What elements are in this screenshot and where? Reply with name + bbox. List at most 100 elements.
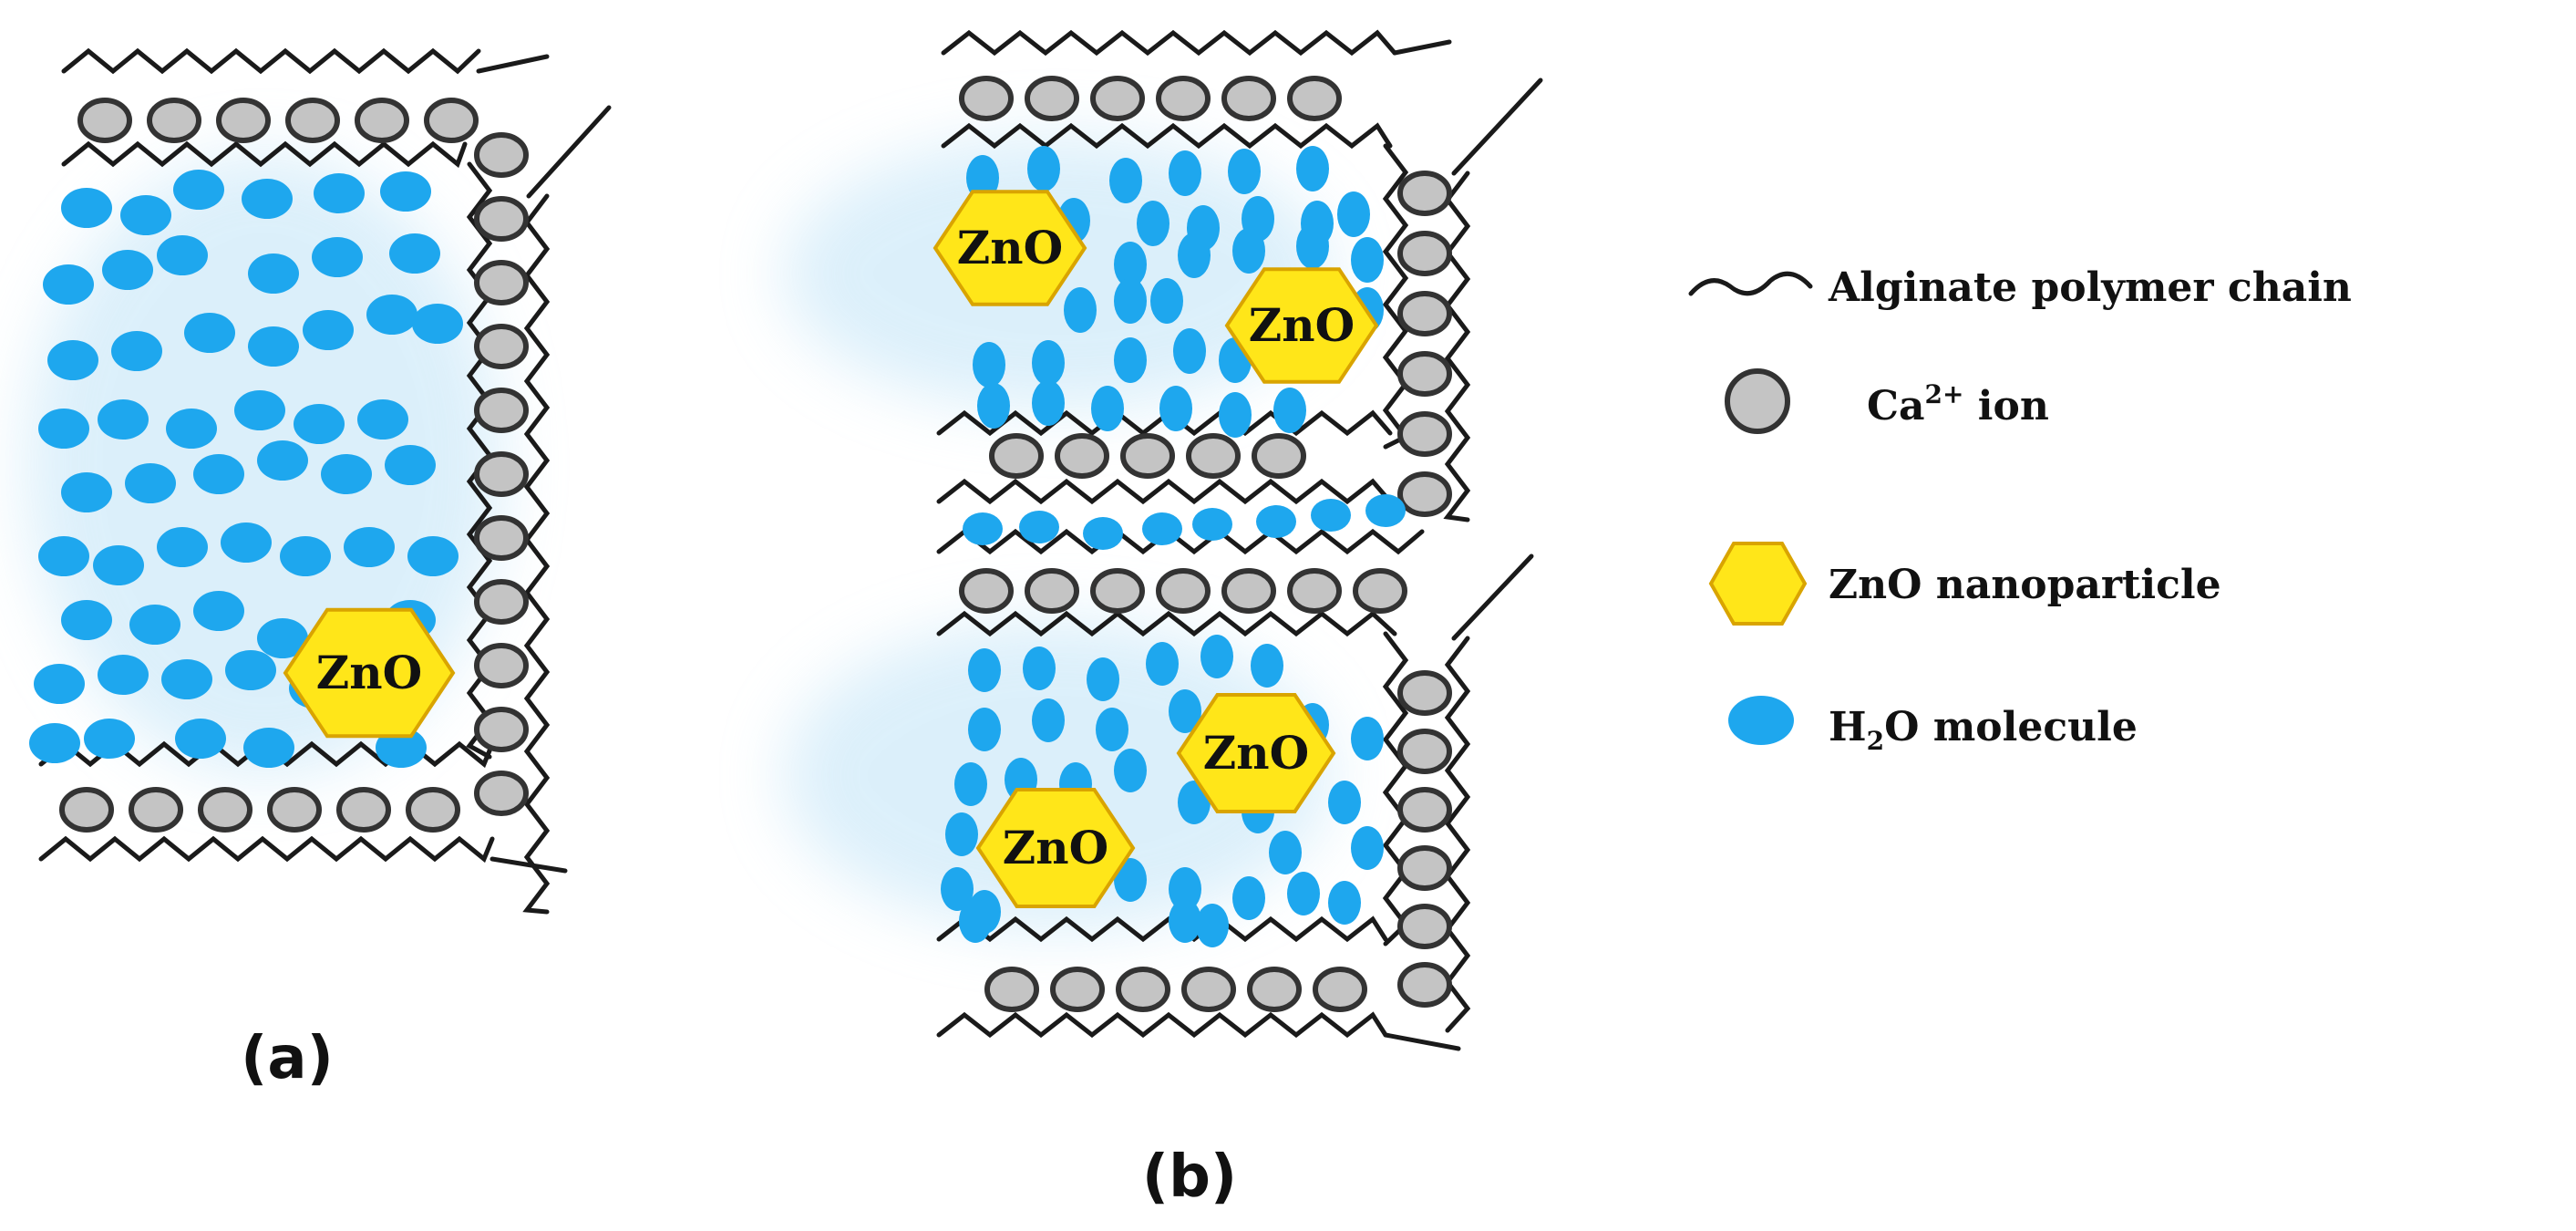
chain-a-bottom-tail — [489, 856, 568, 874]
calcium-ion — [474, 579, 529, 625]
water-molecule — [412, 304, 463, 344]
water-molecule — [385, 445, 436, 485]
water-molecule — [954, 762, 987, 806]
calcium-ion — [1287, 568, 1342, 614]
water-molecule — [221, 522, 272, 563]
calcium-ion — [216, 98, 271, 143]
water-molecule — [1178, 233, 1211, 278]
water-molecule — [193, 454, 244, 494]
calcium-ion — [1397, 845, 1452, 891]
water-molecule — [61, 472, 112, 512]
chain-b-top-outer — [941, 29, 1397, 57]
chain-b-right-tail — [1451, 78, 1543, 176]
zigzag-chain-icon — [1688, 271, 1813, 296]
zno-label: ZnO — [316, 646, 422, 699]
calcium-ion — [1120, 433, 1175, 479]
water-molecule — [1192, 508, 1232, 541]
water-molecule — [945, 812, 978, 856]
zno-label: ZnO — [1003, 821, 1108, 874]
water-molecule — [1196, 904, 1229, 947]
zno-hexagon — [1224, 267, 1379, 384]
water-molecule — [1232, 876, 1265, 920]
water-molecule — [125, 463, 176, 503]
calcium-ion — [474, 324, 529, 369]
water-molecule — [1150, 278, 1183, 324]
water-molecule — [1146, 642, 1179, 686]
water-molecule — [248, 253, 299, 294]
water-molecule — [173, 170, 224, 210]
water-molecule — [366, 295, 417, 335]
calcium-ion — [424, 98, 479, 143]
water-molecule — [968, 708, 1001, 751]
legend-chain-label: Alginate polymer chain — [1828, 264, 2352, 311]
calcium-ion — [1221, 76, 1276, 121]
chain-b-right-inner — [1382, 143, 1409, 450]
chain-a-top-outer — [61, 47, 481, 75]
legend-ion-label: Ca2+ ion — [1867, 379, 2049, 429]
water-molecule — [120, 195, 171, 235]
water-molecule — [175, 719, 226, 759]
chain-b-mid-bottom — [936, 610, 1397, 637]
calcium-ion — [1397, 670, 1452, 716]
zno-hexagon — [1176, 693, 1336, 813]
water-molecule — [1137, 201, 1170, 246]
calcium-ion — [1025, 76, 1079, 121]
zno-label: ZnO — [1203, 726, 1309, 780]
calcium-ion — [1397, 787, 1452, 833]
water-molecule — [1351, 717, 1384, 760]
zno-label: ZnO — [957, 221, 1063, 274]
calcium-ion — [77, 98, 132, 143]
water-molecule — [294, 404, 345, 444]
chain-a-right-tail — [526, 105, 612, 199]
chain-b-mid-middle — [936, 478, 1393, 505]
water-molecule — [38, 536, 89, 576]
calcium-ion — [1186, 433, 1241, 479]
calcium-ion — [1397, 729, 1452, 774]
water-molecule — [1027, 146, 1060, 191]
zno-hexagon — [283, 607, 456, 739]
water-molecule — [963, 512, 1003, 545]
water-molecule — [1200, 635, 1233, 678]
calcium-ion-icon — [1725, 368, 1790, 434]
calcium-ion — [1313, 967, 1367, 1012]
calcium-ion — [1353, 568, 1407, 614]
water-molecule — [966, 155, 999, 201]
calcium-ion — [336, 787, 391, 833]
water-molecule — [98, 655, 149, 695]
calcium-ion — [1397, 904, 1452, 949]
calcium-ion — [474, 388, 529, 433]
calcium-ion — [1397, 471, 1452, 517]
water-molecule — [129, 605, 180, 645]
water-molecule — [184, 313, 235, 353]
water-molecule — [1019, 511, 1059, 543]
calcium-ion — [1252, 433, 1306, 479]
calcium-ion — [1397, 231, 1452, 276]
water-molecule — [1296, 146, 1329, 191]
calcium-ion — [1156, 568, 1211, 614]
water-molecule — [61, 188, 112, 228]
water-molecule — [1169, 150, 1201, 196]
calcium-ion — [1397, 962, 1452, 1008]
zno-label: ZnO — [1249, 298, 1355, 352]
water-molecule — [257, 618, 308, 658]
water-molecule — [234, 390, 285, 430]
calcium-ion — [474, 771, 529, 816]
water-molecule — [1232, 228, 1265, 274]
water-molecule — [1096, 708, 1128, 751]
water-molecule — [1169, 867, 1201, 911]
water-molecule — [1114, 337, 1147, 383]
water-molecule — [1142, 512, 1182, 545]
water-molecule — [1114, 858, 1147, 902]
calcium-ion — [474, 196, 529, 242]
calcium-ion — [474, 451, 529, 497]
water-molecule — [973, 342, 1005, 388]
water-molecule — [98, 399, 149, 440]
water-molecule — [38, 409, 89, 449]
chain-b2-right-tail — [1451, 553, 1534, 641]
water-molecule — [977, 383, 1010, 429]
calcium-ion — [129, 787, 183, 833]
water-molecule — [1351, 826, 1384, 870]
water-molecule — [1273, 388, 1306, 433]
calcium-ion — [474, 260, 529, 305]
water-molecule — [43, 264, 94, 305]
